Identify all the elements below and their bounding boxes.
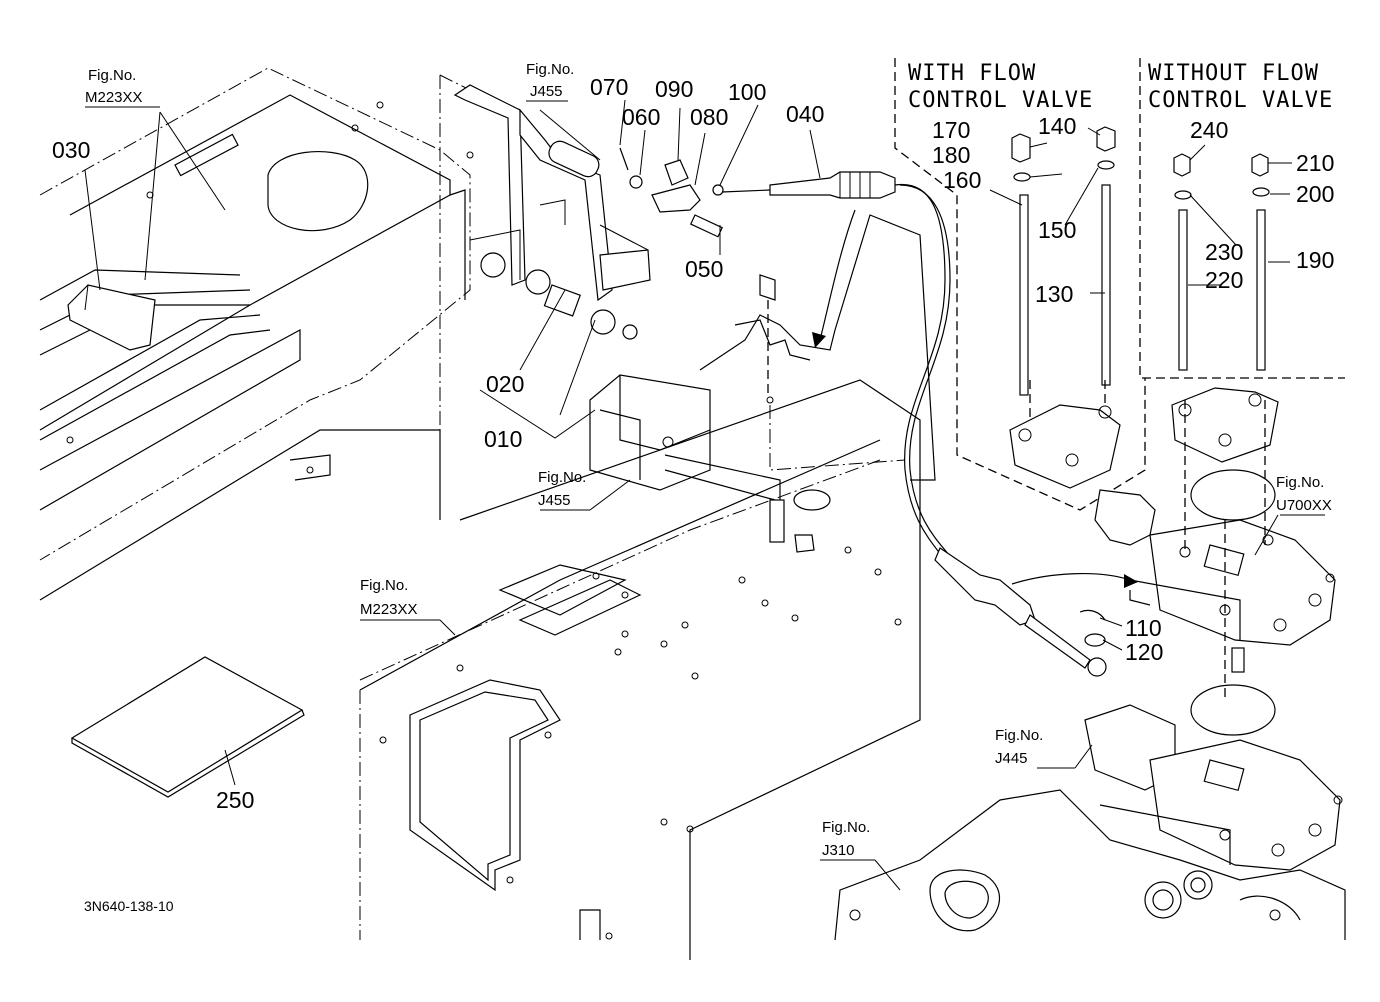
valve-block-lower <box>1084 647 1343 871</box>
with-flow-header-line1: WITH FLOW <box>908 61 1036 86</box>
part-100: 100 <box>728 79 766 105</box>
fig-ref-code: J455 <box>538 492 571 509</box>
valve-block-upper <box>1029 380 1336 700</box>
part-090: 090 <box>655 76 693 102</box>
bracket-j455 <box>589 374 815 553</box>
fig-ref-code: U700XX <box>1276 497 1332 514</box>
part-240: 240 <box>1190 117 1228 143</box>
with-flow-box-outline <box>894 58 1146 511</box>
part-080: 080 <box>690 104 728 130</box>
part-170: 170 <box>932 117 970 143</box>
fig-ref-code: M223XX <box>360 601 418 618</box>
part-numbers: 010 020 030 040 050 060 070 080 090 100 … <box>52 74 1334 813</box>
part-130: 130 <box>1035 281 1073 307</box>
leader-lines <box>84 99 1325 891</box>
part-120: 120 <box>1125 639 1163 665</box>
part-040: 040 <box>786 101 824 127</box>
fig-ref-code: J445 <box>995 750 1028 767</box>
part-070: 070 <box>590 74 628 100</box>
arrows <box>812 209 1138 588</box>
with-flow-header-line2: CONTROL VALVE <box>908 88 1093 113</box>
part-020: 020 <box>486 371 524 397</box>
fig-refs: Fig.No. M223XX Fig.No. J455 Fig.No. J455… <box>85 61 1332 859</box>
part-030: 030 <box>52 137 90 163</box>
part-210: 210 <box>1296 150 1334 176</box>
without-flow-box-outline <box>1139 58 1345 379</box>
without-flow-header-line1: WITHOUT FLOW <box>1148 61 1319 86</box>
part-230: 230 <box>1205 239 1243 265</box>
part-250: 250 <box>216 787 254 813</box>
lever-assembly <box>439 74 651 520</box>
floor-panel-bottom <box>359 439 902 940</box>
part-060: 060 <box>622 104 660 130</box>
part-190: 190 <box>1296 247 1334 273</box>
floor-panel-left <box>39 67 474 601</box>
part-200: 200 <box>1296 181 1334 207</box>
box-headers: WITH FLOW CONTROL VALVE WITHOUT FLOW CON… <box>908 61 1333 113</box>
fig-ref-code: J310 <box>822 842 855 859</box>
part-140: 140 <box>1038 113 1076 139</box>
fig-ref-label: Fig.No. <box>88 67 136 84</box>
pedal-030 <box>67 284 156 351</box>
diagram-code: 3N640-138-10 <box>84 898 174 914</box>
part-110: 110 <box>1125 615 1162 641</box>
fig-ref-label: Fig.No. <box>995 727 1043 744</box>
with-flow-studs <box>1009 126 1121 489</box>
fig-ref-label: Fig.No. <box>822 819 870 836</box>
part-010: 010 <box>484 426 522 452</box>
clevis-parts <box>619 147 771 238</box>
housing-j310 <box>834 789 1346 941</box>
part-180: 180 <box>932 142 970 168</box>
fig-ref-label: Fig.No. <box>538 469 586 486</box>
without-flow-studs <box>1171 153 1279 463</box>
part-150: 150 <box>1038 217 1076 243</box>
fig-ref-code: J455 <box>530 83 563 100</box>
without-flow-header-line2: CONTROL VALVE <box>1148 88 1333 113</box>
part-220: 220 <box>1205 267 1243 293</box>
fig-ref-label: Fig.No. <box>526 61 574 78</box>
part-160: 160 <box>943 167 981 193</box>
fig-ref-label: Fig.No. <box>1276 474 1324 491</box>
fig-ref-code: M223XX <box>85 89 143 106</box>
cable-040 <box>769 171 1107 677</box>
part-050: 050 <box>685 256 723 282</box>
fig-ref-label: Fig.No. <box>360 577 408 594</box>
fitting-110-120 <box>1079 609 1106 647</box>
manual-250 <box>70 656 305 798</box>
